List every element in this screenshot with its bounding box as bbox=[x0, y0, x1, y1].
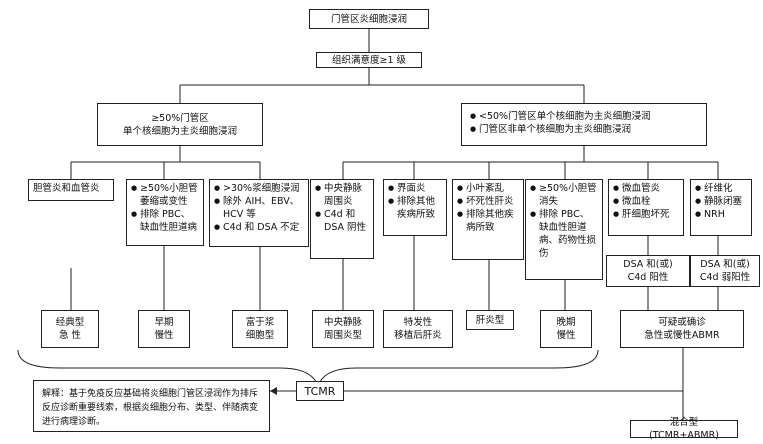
criteria-box-7: ≥50%小胆管消失 排除 PBC、缺血性胆道病、药物性损伤 bbox=[525, 179, 603, 280]
diagnosis-abmr: 可疑或确诊 急性或慢性ABMR bbox=[620, 310, 744, 348]
left-branch-line1: ≥50%门管区 bbox=[151, 112, 209, 124]
note-box: 解释：基于免疫反应基础将炎细胞门管区浸润作为排斥反应诊断重要线索，根据炎细胞分布… bbox=[33, 380, 270, 432]
criteria-box-9: 纤维化 静脉闭塞 NRH bbox=[690, 179, 752, 236]
diagnosis-classic-acute: 经典型 急 性 bbox=[41, 310, 99, 348]
criteria-9-line2: 静脉闭塞 bbox=[695, 195, 747, 208]
criteria-9-line1: 纤维化 bbox=[695, 182, 747, 195]
right-branch-line1: <50%门管区单个核细胞为主炎细胞浸润 bbox=[470, 110, 698, 123]
criteria-5-line2: 排除其他疾病所致 bbox=[388, 195, 442, 221]
dsa-box-1: DSA 和(或) C4d 阳性 bbox=[606, 255, 690, 287]
arrow-head bbox=[270, 387, 277, 395]
criteria-box-4: 中央静脉周围炎 C4d 和 DSA 阴性 bbox=[310, 179, 374, 259]
diagnosis-3-label: 富于浆 细胞型 bbox=[245, 317, 275, 341]
criteria-2-line2: 排除 PBC、缺血性胆道病 bbox=[131, 208, 199, 234]
tcmr-label: TCMR bbox=[304, 384, 336, 398]
level1-label: 组织满意度≥1 级 bbox=[331, 54, 407, 66]
diagnosis-hepatitic: 肝炎型 bbox=[466, 310, 514, 330]
criteria-7-line2: 排除 PBC、缺血性胆道病、药物性损伤 bbox=[530, 208, 598, 260]
diagnosis-idiopathic-hepatitis: 特发性 移植后肝炎 bbox=[383, 310, 453, 348]
level1-box: 组织满意度≥1 级 bbox=[316, 52, 422, 68]
diagnosis-6-label: 肝炎型 bbox=[475, 314, 505, 326]
criteria-3-line1: >30%浆细胞浸润 bbox=[214, 182, 304, 195]
diagnosis-late-chronic: 晚期 慢性 bbox=[540, 310, 592, 348]
criteria-9-line3: NRH bbox=[695, 208, 747, 221]
criteria-1-line: 胆管炎和血管炎 bbox=[33, 183, 100, 194]
criteria-box-3: >30%浆细胞浸润 除外 AIH、EBV、HCV 等 C4d 和 DSA 不定 bbox=[209, 179, 309, 247]
dsa-box-2: DSA 和(或) C4d 弱阳性 bbox=[690, 255, 760, 287]
criteria-box-1: 胆管炎和血管炎 bbox=[28, 179, 114, 201]
criteria-6-line2: 坏死性肝炎 bbox=[457, 195, 519, 208]
right-branch-line2: 门管区非单个核细胞为主炎细胞浸润 bbox=[470, 123, 698, 136]
criteria-3-line3: C4d 和 DSA 不定 bbox=[214, 221, 304, 234]
criteria-7-line1: ≥50%小胆管消失 bbox=[530, 182, 598, 208]
dsa-2-label: DSA 和(或) C4d 弱阳性 bbox=[699, 259, 751, 283]
criteria-6-line3: 排除其他疾病所致 bbox=[457, 208, 519, 234]
diagnosis-plasma-rich: 富于浆 细胞型 bbox=[232, 310, 288, 348]
mixed-label: 混合型(TCMR+ABMR) bbox=[649, 417, 719, 441]
criteria-box-5: 界面炎 排除其他疾病所致 bbox=[383, 179, 447, 236]
left-branch-line2: 单个核细胞为主炎细胞浸润 bbox=[122, 125, 237, 137]
left-branch-box: ≥50%门管区 单个核细胞为主炎细胞浸润 bbox=[97, 103, 263, 146]
criteria-6-line1: 小叶紊乱 bbox=[457, 182, 519, 195]
diagnosis-7-label: 晚期 慢性 bbox=[556, 317, 576, 341]
dsa-1-label: DSA 和(或) C4d 阳性 bbox=[623, 259, 673, 283]
criteria-8-line1: 微血管炎 bbox=[613, 182, 679, 195]
criteria-box-8: 微血管炎 微血栓 肝细胞坏死 bbox=[608, 179, 684, 236]
diagnosis-2-label: 早期 慢性 bbox=[154, 317, 174, 341]
criteria-box-6: 小叶紊乱 坏死性肝炎 排除其他疾病所致 bbox=[452, 179, 524, 260]
criteria-3-line2: 除外 AIH、EBV、HCV 等 bbox=[214, 195, 304, 221]
diagnosis-4-label: 中央静脉 周围炎型 bbox=[323, 317, 362, 341]
diagnosis-central-perivenulitis: 中央静脉 周围炎型 bbox=[312, 310, 374, 348]
criteria-box-2: ≥50%小胆管萎缩或变性 排除 PBC、缺血性胆道病 bbox=[126, 179, 204, 246]
diagnosis-5-label: 特发性 移植后肝炎 bbox=[394, 317, 442, 341]
tcmr-box: TCMR bbox=[296, 381, 344, 401]
note-text: 解释：基于免疫反应基础将炎细胞门管区浸润作为排斥反应诊断重要线索，根据炎细胞分布… bbox=[42, 389, 259, 427]
criteria-5-line1: 界面炎 bbox=[388, 182, 442, 195]
root-label: 门管区炎细胞浸润 bbox=[330, 13, 407, 25]
diagnosis-early-chronic: 早期 慢性 bbox=[138, 310, 190, 348]
root-box: 门管区炎细胞浸润 bbox=[309, 9, 429, 29]
mixed-box: 混合型(TCMR+ABMR) bbox=[630, 417, 738, 441]
criteria-2-line1: ≥50%小胆管萎缩或变性 bbox=[131, 182, 199, 208]
diagnosis-1-label: 经典型 急 性 bbox=[55, 317, 85, 341]
criteria-8-line2: 微血栓 bbox=[613, 195, 679, 208]
diagnosis-8-label: 可疑或确诊 急性或慢性ABMR bbox=[644, 317, 720, 341]
right-branch-box: <50%门管区单个核细胞为主炎细胞浸润 门管区非单个核细胞为主炎细胞浸润 bbox=[461, 103, 707, 146]
criteria-4-line2: C4d 和 DSA 阴性 bbox=[315, 208, 369, 234]
criteria-8-line3: 肝细胞坏死 bbox=[613, 208, 679, 221]
criteria-4-line1: 中央静脉周围炎 bbox=[315, 182, 369, 208]
